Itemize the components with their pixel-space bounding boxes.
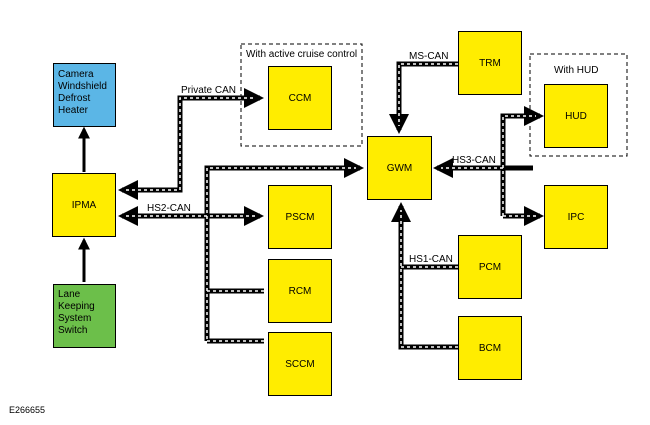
ms-can-label: MS-CAN [409, 51, 449, 62]
private-can-label: Private CAN [181, 85, 237, 96]
camera-defrost-heater-module: Camera Windshield Defrost Heater [53, 63, 116, 127]
lane-keeping-switch-module: Lane Keeping System Switch [53, 284, 116, 348]
ipma-module: IPMA [52, 173, 116, 237]
hs3-can-bus [433, 106, 544, 226]
gwm-module: GWM [367, 136, 432, 200]
bcm-module: BCM [458, 316, 522, 380]
figure-id: E266655 [9, 405, 46, 415]
acc-group-label: With active cruise control [246, 49, 358, 60]
hs1-can-label: HS1-CAN [409, 254, 453, 265]
hs3-can-label: HS3-CAN [452, 155, 496, 166]
ms-can-bus [389, 61, 458, 134]
ipc-module: IPC [544, 185, 608, 249]
hs2-can-bus [118, 158, 364, 344]
hud-group-border [529, 53, 628, 157]
pcm-module: PCM [458, 235, 522, 299]
ccm-module: CCM [268, 66, 332, 130]
hs1-can-bus [391, 202, 458, 350]
hud-group-label: With HUD [554, 65, 599, 76]
rcm-module: RCM [268, 259, 332, 323]
sccm-module: SCCM [268, 332, 332, 396]
pscm-module: PSCM [268, 185, 332, 249]
private-can-bus [118, 88, 264, 200]
hs2-can-label: HS2-CAN [147, 203, 191, 214]
hud-module: HUD [544, 84, 608, 148]
trm-module: TRM [458, 31, 522, 95]
